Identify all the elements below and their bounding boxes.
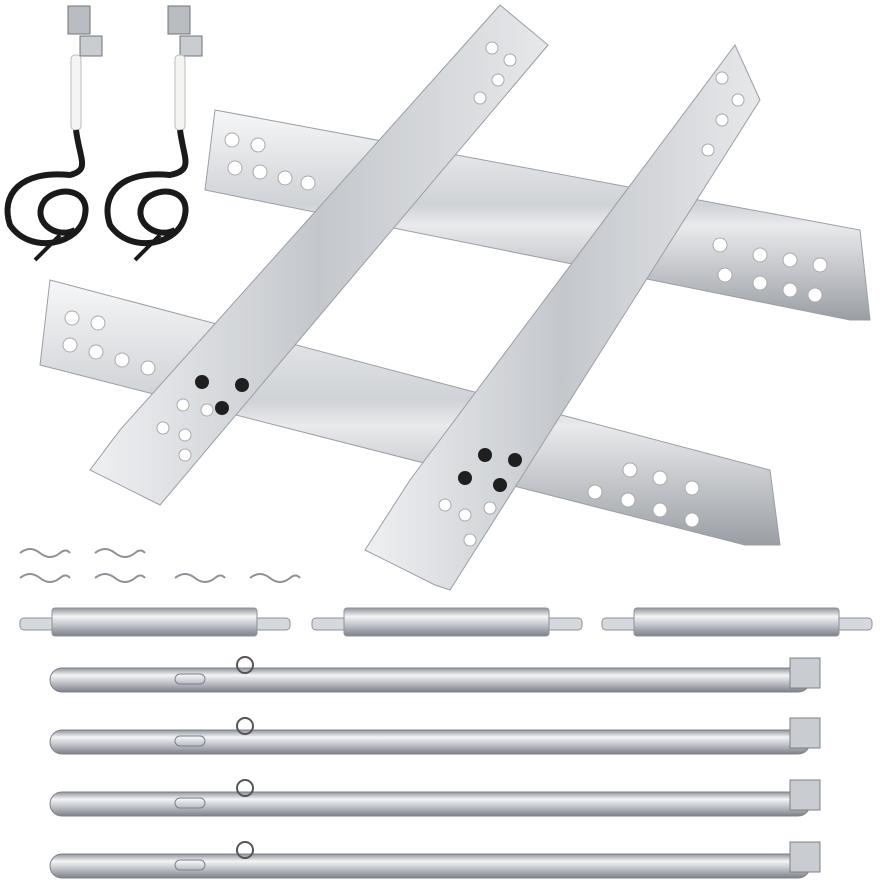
clip — [249, 573, 301, 583]
clip — [94, 573, 146, 583]
igniter-left — [4, 5, 103, 262]
igniter-right — [104, 5, 203, 262]
heat-plate-diagonal-left — [89, 4, 549, 506]
clip — [19, 573, 71, 583]
crossover-tube — [601, 607, 873, 637]
burner-tube — [49, 841, 821, 879]
burner-tube — [49, 717, 821, 755]
heat-plate-diagonal-right — [364, 44, 761, 591]
crossover-tube — [19, 607, 291, 637]
clip — [174, 573, 226, 583]
crossover-tube — [311, 607, 583, 637]
clip — [19, 548, 71, 558]
cotter-clips — [19, 548, 301, 583]
burner-tube — [49, 779, 821, 817]
clip — [94, 548, 146, 558]
burner-tube — [49, 656, 821, 693]
